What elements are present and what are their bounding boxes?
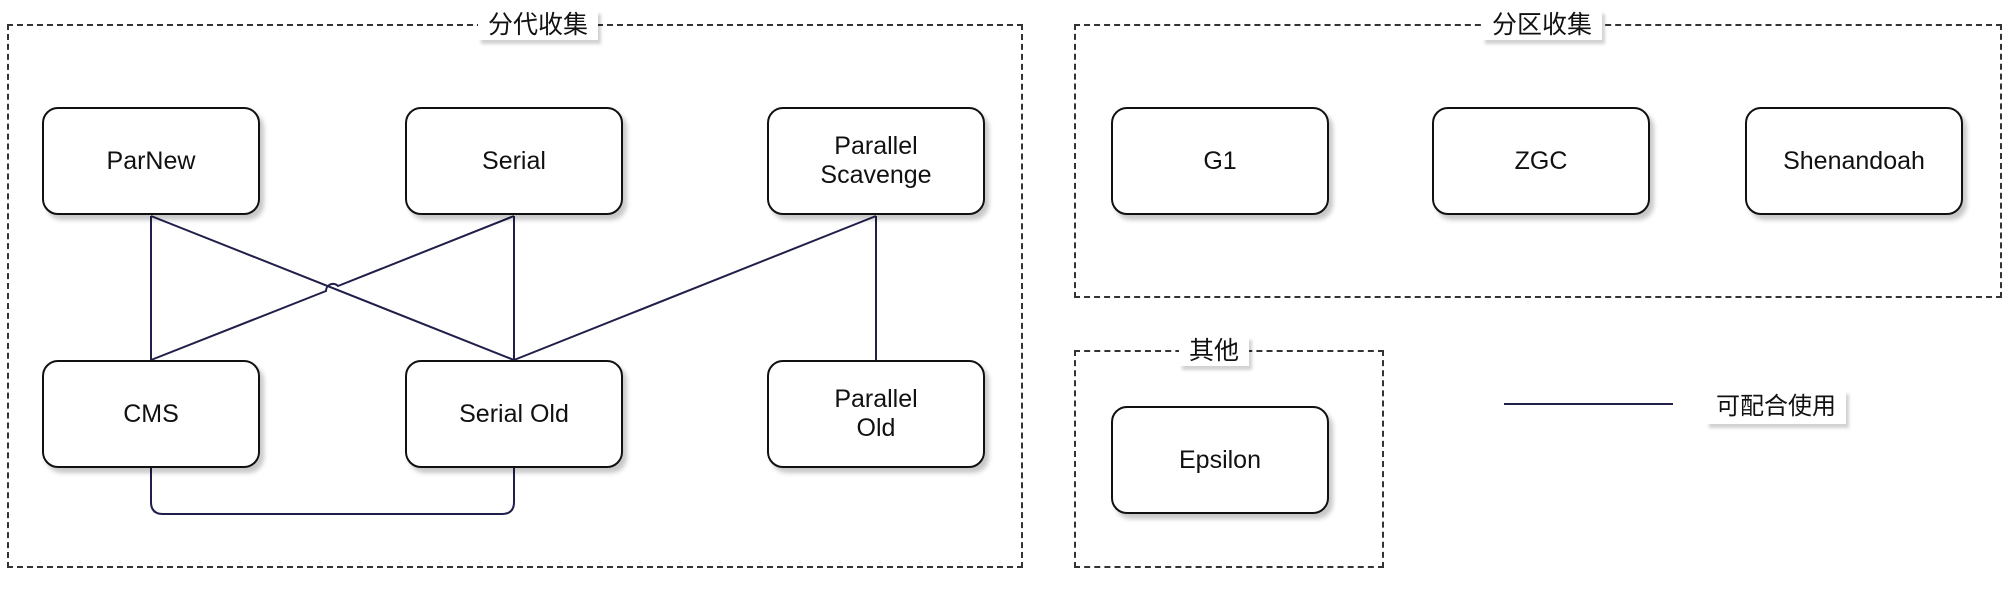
regional-group-title: 分区收集 [1482, 10, 1603, 40]
other-group: 其他 [1074, 336, 1384, 568]
node-g1-label: G1 [1203, 146, 1237, 175]
node-serial[interactable]: Serial [405, 107, 623, 215]
edge-parallel-scavenge-serial-old [513, 215, 877, 361]
node-parnew[interactable]: ParNew [42, 107, 260, 215]
edge-parnew-serial-old [150, 215, 515, 361]
edge-cms-serial-old [150, 468, 515, 515]
node-epsilon-label: Epsilon [1179, 445, 1261, 474]
node-cms-label: CMS [123, 399, 179, 428]
node-epsilon[interactable]: Epsilon [1111, 406, 1329, 514]
node-serial-label: Serial [482, 146, 546, 175]
node-shenandoah[interactable]: Shenandoah [1745, 107, 1963, 215]
node-zgc[interactable]: ZGC [1432, 107, 1650, 215]
node-parallel-scavenge[interactable]: Parallel Scavenge [767, 107, 985, 215]
node-parallel-old-label: Parallel Old [834, 385, 918, 442]
regional-group: 分区收集 [1074, 10, 2002, 298]
node-serial-old-label: Serial Old [459, 399, 569, 428]
generational-group: 分代收集 [7, 10, 1023, 568]
node-g1[interactable]: G1 [1111, 107, 1329, 215]
node-shenandoah-label: Shenandoah [1783, 146, 1925, 175]
legend-label: 可配合使用 [1706, 390, 1846, 424]
node-serial-old[interactable]: Serial Old [405, 360, 623, 468]
node-parallel-scavenge-label: Parallel Scavenge [820, 132, 932, 189]
generational-group-title: 分代收集 [478, 10, 599, 40]
edge-serial-cms [150, 215, 515, 361]
node-parallel-old[interactable]: Parallel Old [767, 360, 985, 468]
other-group-title: 其他 [1179, 336, 1250, 366]
node-cms[interactable]: CMS [42, 360, 260, 468]
node-parnew-label: ParNew [106, 146, 196, 175]
node-zgc-label: ZGC [1514, 146, 1568, 175]
